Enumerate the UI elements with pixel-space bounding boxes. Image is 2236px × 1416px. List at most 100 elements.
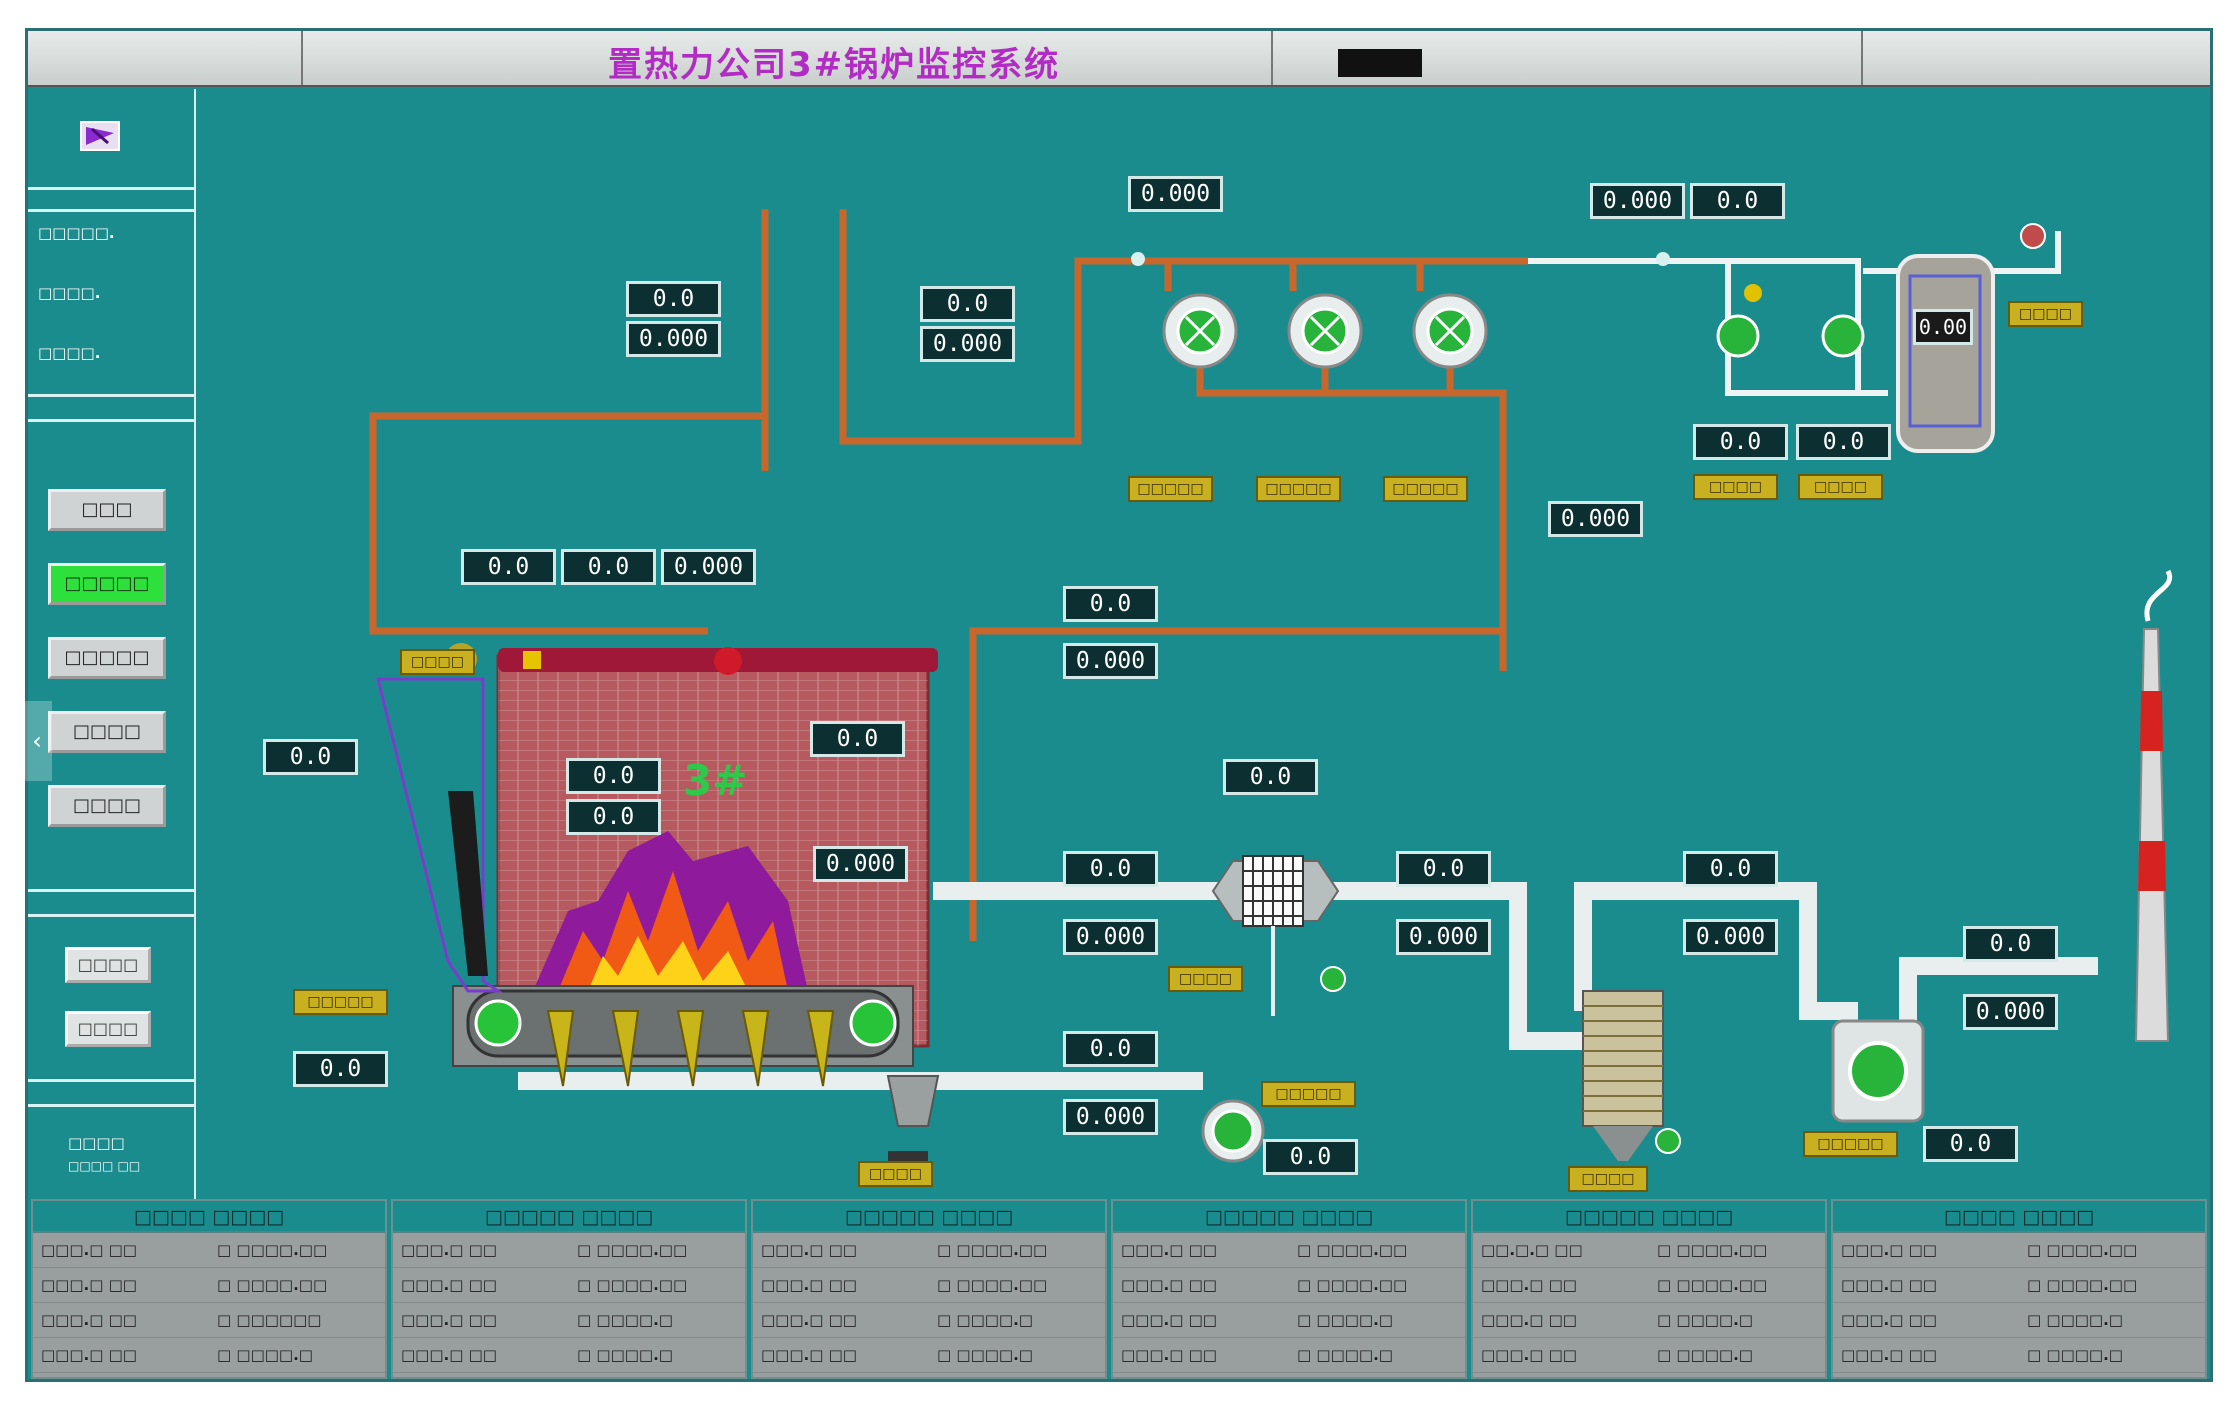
panel-title: □□□□□ □□□□ [393, 1201, 745, 1233]
status-panel-4: □□□□□ □□□□ □□□.□ □□□ □□□□.□□ □□□.□ □□□ □… [1111, 1199, 1467, 1379]
small-button-1[interactable]: □□□□ [65, 947, 151, 983]
dust-collector [1582, 990, 1681, 1161]
readout: 0.0 [1693, 424, 1788, 460]
panel-row: □□□.□ □□□ □□□□.□□ [33, 1268, 385, 1303]
panel-row: □□□.□ □□□ □□□□.□ [1113, 1338, 1465, 1373]
title-bar-indicator [1338, 49, 1422, 77]
title-bar-cell-center [303, 31, 1273, 85]
title-bar-cell-left [28, 31, 303, 85]
panel-row: □□□.□ □□□ □□□□.□□ [1113, 1268, 1465, 1303]
panel-title: □□□□□ □□□□ [753, 1201, 1105, 1233]
title-bar-cell-right [1273, 31, 1863, 85]
readout: 0.0 [566, 799, 661, 835]
panel-row: □□□.□ □□□ □□□□□□ [33, 1303, 385, 1338]
chevron-left-icon[interactable]: ‹ [22, 701, 52, 781]
title-bar: 置热力公司3#锅炉监控系统 [28, 31, 2210, 87]
panel-row: □□□.□ □□□ □□□□.□ [753, 1338, 1105, 1373]
status-panel-2: □□□□□ □□□□ □□□.□ □□□ □□□□.□□ □□□.□ □□□ □… [391, 1199, 747, 1379]
status-panel-5: □□□□□ □□□□ □□.□.□ □□□ □□□□.□□ □□□.□ □□□ … [1471, 1199, 1827, 1379]
equipment-label: □□□□ [1568, 1166, 1648, 1192]
readout: 0.0 [1923, 1126, 2018, 1162]
panel-row: □□□.□ □□□ □□□□.□□ [1833, 1233, 2205, 1268]
equipment-label: □□□□ [2008, 301, 2083, 327]
panel-row: □□□.□ □□□ □□□□.□□ [1833, 1268, 2205, 1303]
panel-row: □□□.□ □□□ □□□□.□ [753, 1303, 1105, 1338]
boiler-label: 3# [683, 756, 748, 805]
readout: 0.0 [461, 549, 556, 585]
readout: 0.000 [1590, 183, 1685, 219]
sidebar-divider [28, 209, 194, 212]
readout: 0.0 [1796, 424, 1891, 460]
equipment-label: □□□□ [1168, 966, 1243, 992]
nav-button-2[interactable]: □□□□□ [48, 563, 166, 605]
equipment-label: □□□□□ [1256, 476, 1341, 502]
readout: 0.000 [661, 549, 756, 585]
status-panel-1: □□□□ □□□□ □□□.□ □□□ □□□□.□□ □□□.□ □□□ □□… [31, 1199, 387, 1379]
readout: 0.0 [1063, 851, 1158, 887]
readout: 0.0 [293, 1051, 388, 1087]
panel-row: □□□.□ □□□ □□□□.□□ [753, 1268, 1105, 1303]
readout: 0.000 [813, 846, 908, 882]
sidebar: □□□□□. □□□□. □□□□. □□□ □□□□□ □□□□□ □□□□ … [22, 89, 196, 1209]
readout: 0.0 [1683, 851, 1778, 887]
chimney [2134, 569, 2173, 1042]
panel-row: □□□.□ □□□ □□□□.□□ [1473, 1268, 1825, 1303]
panel-row: □□□.□ □□□ □□□□.□□ [33, 1233, 385, 1268]
readout: 0.0 [1063, 1031, 1158, 1067]
readout: 0.0 [1263, 1139, 1358, 1175]
sidebar-divider [28, 914, 194, 917]
panel-row: □□□.□ □□□ □□□□.□□ [393, 1268, 745, 1303]
hot-water-pipes [369, 209, 1528, 941]
nav-button-5[interactable]: □□□□ [48, 785, 166, 827]
economizer [1211, 855, 1346, 1016]
equipment-label: □□□□ [1798, 474, 1883, 500]
sidebar-divider [28, 889, 194, 892]
readout: 0.000 [1548, 501, 1643, 537]
sidebar-divider [28, 1079, 194, 1082]
panel-row: □□□.□ □□□ □□□□.□ [1473, 1303, 1825, 1338]
nav-button-3[interactable]: □□□□□ [48, 637, 166, 679]
nav-button-1[interactable]: □□□ [48, 489, 166, 531]
equipment-label: □□□□□ [1383, 476, 1468, 502]
coal-hopper [376, 677, 503, 993]
readout: 0.0 [1396, 851, 1491, 887]
panel-row: □□□.□ □□□ □□□□.□□ [1113, 1233, 1465, 1268]
sidebar-divider [28, 394, 194, 397]
equipment-label: □□□□ [1693, 474, 1778, 500]
panel-row: □□□.□ □□□ □□□□.□ [33, 1338, 385, 1373]
nav-button-4[interactable]: □□□□ [48, 711, 166, 753]
panel-title: □□□□□ □□□□ [1473, 1201, 1825, 1233]
readout: 0.000 [1063, 919, 1158, 955]
readout: 0.0 [561, 549, 656, 585]
footer-line: □□□□ [68, 1134, 125, 1152]
status-panel-6: □□□□ □□□□ □□□.□ □□□ □□□□.□□ □□□.□ □□□ □□… [1831, 1199, 2207, 1379]
readout: 0.0 [1963, 926, 2058, 962]
status-line: □□□□. [38, 284, 101, 302]
panel-row: □□□.□ □□□ □□□□.□ [1113, 1303, 1465, 1338]
blower-fan [1201, 1099, 1265, 1163]
equipment-label: □□□□□ [1803, 1131, 1898, 1157]
flag-icon[interactable] [80, 121, 120, 151]
panel-row: □□.□.□ □□□ □□□□.□□ [1473, 1233, 1825, 1268]
panel-title: □□□□ □□□□ [33, 1201, 385, 1233]
readout: 0.000 [626, 321, 721, 357]
readout: 0.0 [263, 739, 358, 775]
panel-title: □□□□□ □□□□ [1113, 1201, 1465, 1233]
sidebar-divider [28, 187, 194, 190]
status-panel-3: □□□□□ □□□□ □□□.□ □□□ □□□□.□□ □□□.□ □□□ □… [751, 1199, 1107, 1379]
readout: 0.000 [920, 326, 1015, 362]
readout: 0.0 [1063, 586, 1158, 622]
panel-row: □□□.□ □□□ □□□□.□□ [393, 1233, 745, 1268]
panel-row: □□□.□ □□□ □□□□.□ [1833, 1338, 2205, 1373]
panel-row: □□□.□ □□□ □□□□.□ [1473, 1338, 1825, 1373]
panel-row: □□□.□ □□□ □□□□.□ [1833, 1303, 2205, 1338]
readout: 0.000 [1963, 994, 2058, 1030]
readout: 0.0 [1223, 759, 1318, 795]
readout: 0.000 [1128, 176, 1223, 212]
readout: 0.000 [1063, 643, 1158, 679]
small-button-2[interactable]: □□□□ [65, 1011, 151, 1047]
induced-draft-fan [1831, 1019, 1925, 1123]
readout: 0.0 [810, 721, 905, 757]
equipment-label: □□□□□ [1261, 1081, 1356, 1107]
equipment-label: □□□□□ [293, 989, 388, 1015]
